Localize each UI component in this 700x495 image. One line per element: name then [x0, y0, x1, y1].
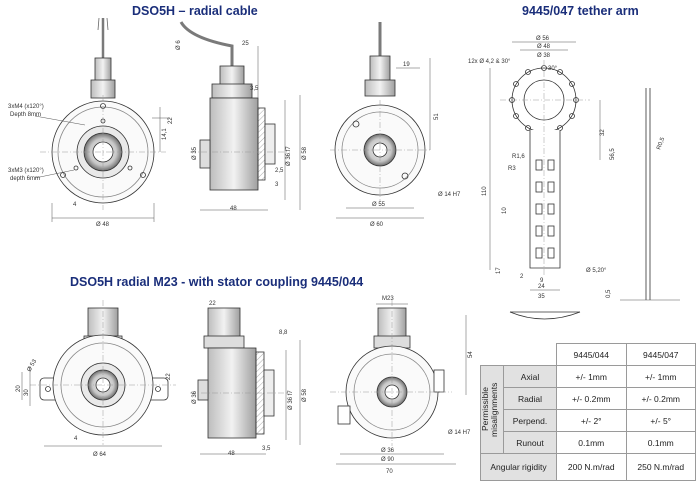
dim-rear-d55: Ø 55	[372, 202, 386, 208]
cell-runout-b: 0.1mm	[625, 431, 696, 454]
dim-tether-17: 17	[496, 267, 502, 274]
dim-rear-19: 19	[403, 62, 410, 68]
header-9445-044: 9445/044	[556, 343, 627, 366]
cell-perpend-b: +/- 5°	[625, 409, 696, 432]
cell-radial-a: +/- 0.2mm	[556, 387, 627, 410]
view-rear-m23	[330, 300, 467, 465]
row-label-radial: Radial	[503, 387, 557, 410]
row-label-runout: Runout	[503, 431, 557, 454]
view-tether-arm	[489, 41, 680, 320]
view-front-cable	[34, 17, 170, 222]
group-misalignments-label: Permissible misalignments	[480, 382, 499, 437]
title-radial-cable: DSO5H – radial cable	[132, 4, 258, 18]
dim-tether-9: 9	[540, 278, 544, 284]
dim-front-4: 4	[73, 202, 77, 208]
dim-side-25: 25	[242, 41, 249, 47]
cell-radial-b: +/- 0.2mm	[625, 387, 696, 410]
dim-front-d48: Ø 48	[96, 222, 110, 228]
dim-m23-rear-d14h7: Ø 14 H7	[448, 430, 471, 436]
view-side-cable	[179, 21, 301, 211]
dim-m23-d53: Ø 53	[27, 358, 39, 373]
title-tether-arm: 9445/047 tether arm	[522, 4, 639, 18]
dim-m23-rear-54: 54	[468, 351, 474, 358]
dim-rear-d60: Ø 60	[370, 222, 384, 228]
view-front-m23	[21, 300, 176, 447]
dim-side-2-5: 2,5	[275, 168, 284, 174]
dim-m23-rear-m23: M23	[382, 296, 394, 302]
dim-side-3: 3	[275, 182, 279, 188]
cell-axial-b: +/- 1mm	[625, 365, 696, 388]
dim-tether-2: 2	[520, 274, 524, 280]
dim-m23-30: 30	[24, 389, 30, 396]
dim-side-48: 48	[230, 206, 237, 212]
dim-side-d36f7: Ø 36 f7	[286, 146, 292, 166]
dim-tether-r0-5: R0,5	[656, 136, 666, 151]
dim-m23-rear-d90: Ø 90	[381, 457, 395, 463]
dim-front-22: 22	[168, 117, 174, 124]
dim-m23-d64: Ø 64	[93, 452, 107, 458]
dim-m23-rear-70: 70	[386, 469, 393, 475]
dim-tether-110: 110	[482, 186, 488, 196]
row-label-rigidity: Angular rigidity	[480, 453, 557, 481]
dim-tether-32: 32	[600, 129, 606, 136]
dim-tether-holes: 12x Ø 4,2 & 30°	[468, 59, 511, 65]
cell-axial-a: +/- 1mm	[556, 365, 627, 388]
dim-tether-24: 24	[538, 284, 545, 290]
dim-tether-d56: Ø 56	[536, 36, 550, 42]
dim-tether-r3: R3	[508, 166, 516, 172]
view-side-m23	[190, 307, 301, 455]
cell-rigidity-b: 250 N.m/rad	[625, 453, 696, 481]
dim-tether-0-5: 0,5	[606, 289, 612, 298]
dim-m23-20: 20	[16, 385, 22, 392]
dim-tether-56-5: 56,5	[610, 148, 616, 160]
label-m4-depth: Depth 8mm	[10, 112, 41, 118]
dim-front-14-1: 14,1	[162, 128, 168, 140]
row-label-perpend: Perpend.	[503, 409, 557, 432]
dim-tether-d38: Ø 38	[537, 53, 551, 59]
dim-m23-side-8-8: 8,8	[279, 330, 288, 336]
row-label-axial: Axial	[503, 365, 557, 388]
label-m3-depth: depth 6mm	[10, 176, 40, 182]
label-m3-mount: 3xM3 (x120°)	[8, 168, 44, 174]
dim-tether-35: 35	[538, 294, 545, 300]
dim-m23-22: 22	[166, 373, 172, 380]
dim-m23-4: 4	[74, 436, 78, 442]
dim-tether-d48: Ø 48	[537, 44, 551, 50]
cell-runout-a: 0.1mm	[556, 431, 627, 454]
technical-drawing: 3xM4 (x120°) Depth 8mm 3xM3 (x120°) dept…	[8, 17, 680, 475]
header-9445-047: 9445/047	[625, 343, 696, 366]
dim-m23-side-3-5: 3,5	[262, 446, 271, 452]
view-rear-cable	[330, 22, 431, 219]
label-m4-mount: 3xM4 (x120°)	[8, 104, 44, 110]
cell-perpend-a: +/- 2°	[556, 409, 627, 432]
dim-side-d6: Ø 6	[176, 40, 182, 50]
dim-m23-side-d58: Ø 58	[302, 388, 308, 402]
dim-m23-side-22: 22	[209, 301, 216, 307]
misalignment-spec-table: 9445/044 9445/047 Permissible misalignme…	[480, 343, 696, 481]
dim-side-3-5: 3,5	[250, 86, 259, 92]
group-misalignments: Permissible misalignments	[480, 365, 504, 454]
dim-m23-side-48: 48	[228, 451, 235, 457]
dim-side-d58: Ø 58	[302, 146, 308, 160]
dim-side-d35: Ø 35	[192, 146, 198, 160]
table-corner	[480, 343, 557, 366]
cell-rigidity-a: 200 N.m/rad	[556, 453, 627, 481]
dim-tether-10: 10	[502, 207, 508, 214]
title-radial-m23: DSO5H radial M23 - with stator coupling …	[70, 275, 364, 289]
dim-rear-51: 51	[434, 113, 440, 120]
dim-tether-r1-6: R1,6	[512, 154, 525, 160]
dim-m23-rear-d36: Ø 36	[381, 448, 395, 454]
dim-tether-d5-20: Ø 5,20°	[586, 268, 607, 274]
dim-rear-d14h7: Ø 14 H7	[438, 192, 461, 198]
dim-m23-side-d36: Ø 36	[192, 390, 198, 404]
dim-tether-30deg: 30°	[548, 66, 558, 72]
dim-m23-side-d36f7: Ø 36 f7	[288, 390, 294, 410]
